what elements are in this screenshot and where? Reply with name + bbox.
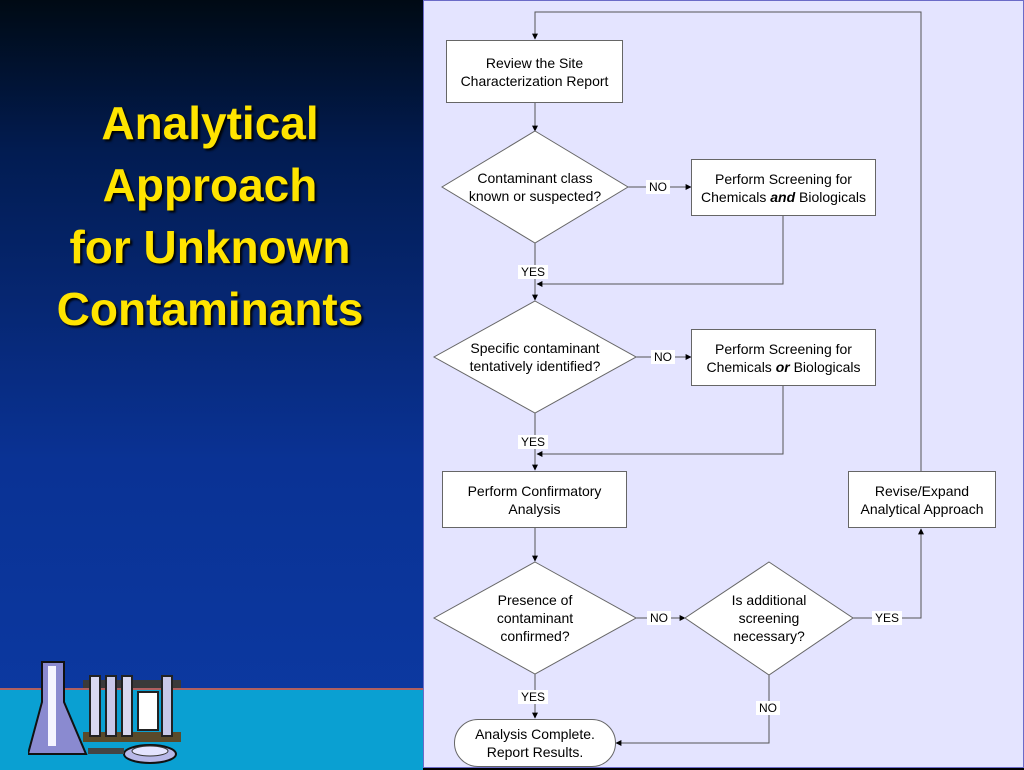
no-label: NO <box>646 180 670 194</box>
title-line: Analytical <box>101 97 319 149</box>
no-label: NO <box>647 611 671 625</box>
yes-label: YES <box>518 690 549 704</box>
title-line: Contaminants <box>56 283 364 335</box>
diamond-line: contaminant <box>496 610 574 626</box>
diamond-line: Is additional <box>731 592 807 608</box>
diamond-line: known or suspected? <box>468 188 602 204</box>
box-line: Report Results. <box>486 744 584 760</box>
decision-additional-text: Is additional screening necessary? <box>704 590 834 646</box>
no-label: NO <box>651 350 675 364</box>
yes-label: YES <box>518 435 549 449</box>
decision-diamond-class <box>441 130 629 244</box>
box-line: Analysis Complete. <box>475 726 595 742</box>
title-line: for Unknown <box>69 221 351 273</box>
diamond-line: Presence of <box>497 592 573 608</box>
box-line: Characterization Report <box>460 72 609 89</box>
box-line: Analysis <box>508 500 561 517</box>
emphasis-or: or <box>775 358 790 375</box>
decision-specific-text: Specific contaminant tentatively identifi… <box>440 338 630 376</box>
decision-presence-text: Presence of contaminant confirmed? <box>465 590 605 646</box>
decision-diamond-presence <box>432 561 638 675</box>
slide-title: Analytical Approach for Unknown Contamin… <box>10 92 410 340</box>
decision-diamond-specific <box>432 300 638 414</box>
box-line: Analytical Approach <box>860 500 984 517</box>
box-line: Perform Screening for <box>715 170 852 187</box>
box-line: Chemicals <box>701 188 771 205</box>
diamond-line: screening <box>738 610 800 626</box>
box-line: Review the Site <box>485 54 584 71</box>
diamond-line: confirmed? <box>500 628 570 644</box>
diamond-line: Contaminant class <box>477 170 593 186</box>
diamond-line: tentatively identified? <box>469 358 601 374</box>
lab-glassware-icon <box>28 661 181 764</box>
box-line: Biologicals <box>789 358 861 375</box>
analysis-complete-terminal: Analysis Complete. Report Results. <box>454 719 616 767</box>
diamond-line: Specific contaminant <box>470 340 600 356</box>
box-line: Revise/Expand <box>874 482 970 499</box>
no-label: NO <box>756 701 780 715</box>
decision-class-text: Contaminant class known or suspected? <box>448 168 622 206</box>
diamond-line: necessary? <box>733 628 805 644</box>
box-line: Chemicals <box>706 358 776 375</box>
emphasis-and: and <box>770 188 796 205</box>
box-line: Perform Confirmatory <box>467 482 602 499</box>
title-line: Approach <box>102 159 318 211</box>
box-line: Biologicals <box>795 188 866 205</box>
box-line: Perform Screening for <box>715 340 852 357</box>
decision-diamond-additional <box>684 561 854 676</box>
yes-label: YES <box>872 611 903 625</box>
yes-label: YES <box>518 265 549 279</box>
